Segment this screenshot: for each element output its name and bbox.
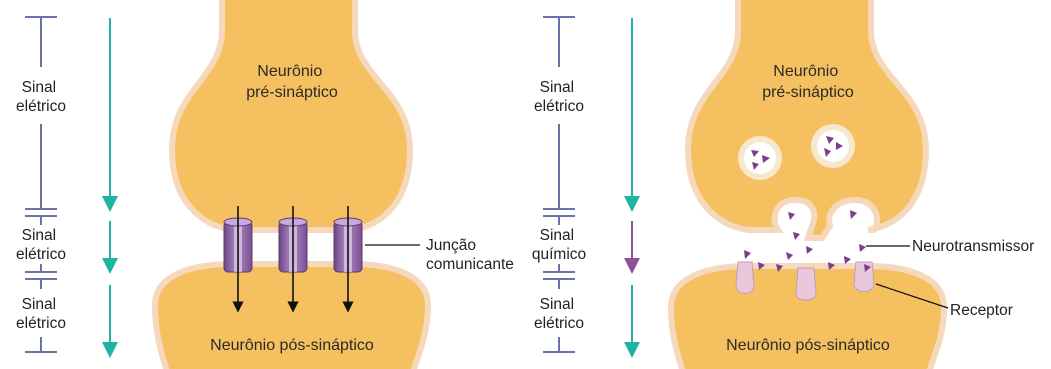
neurotransmitter-label: Neurotransmissor — [912, 238, 1034, 255]
gap-junction-label-line1: Junção — [426, 237, 476, 254]
gap-junction-label: Junção comunicante — [426, 237, 514, 273]
signal-label-top-line2: elétrico — [534, 98, 584, 115]
presynaptic-label-line1: Neurônio — [257, 63, 322, 80]
gap-junction-label-line2: comunicante — [426, 256, 514, 273]
signal-label-bottom-line2: elétrico — [16, 315, 66, 332]
signal-label-bottom-line1: Sinal — [540, 296, 574, 313]
signal-label-middle: Sinal químico — [532, 227, 586, 263]
presynaptic-neuron — [172, 0, 410, 230]
postsynaptic-label: Neurônio pós-sináptico — [210, 337, 374, 354]
signal-label-top: Sinal elétrico — [16, 79, 66, 115]
receptor-label: Receptor — [950, 302, 1013, 319]
postsynaptic-label: Neurônio pós-sináptico — [726, 337, 890, 354]
signal-label-top-line1: Sinal — [22, 79, 56, 96]
signal-label-middle-line1: Sinal — [540, 227, 574, 244]
chemical-synapse-panel: Sinal elétrico Sinal químico Sinal elétr… — [532, 0, 1034, 369]
signal-label-bottom-line2: elétrico — [534, 315, 584, 332]
receptor — [796, 268, 816, 300]
signal-label-middle-line2: químico — [532, 246, 586, 263]
signal-label-middle-line2: elétrico — [16, 246, 66, 263]
signal-label-middle-line1: Sinal — [22, 227, 56, 244]
signal-label-bottom: Sinal elétrico — [534, 296, 584, 332]
synaptic-vesicle — [811, 124, 855, 168]
presynaptic-label-line2: pré-sináptico — [246, 84, 338, 101]
signal-label-bottom: Sinal elétrico — [16, 296, 66, 332]
receptor — [854, 262, 874, 292]
signal-label-top-line1: Sinal — [540, 79, 574, 96]
presynaptic-label-line1: Neurônio — [773, 63, 838, 80]
presynaptic-neuron — [688, 0, 926, 238]
presynaptic-label-line2: pré-sináptico — [762, 84, 854, 101]
synaptic-vesicle — [738, 136, 782, 180]
signal-label-middle: Sinal elétrico — [16, 227, 66, 263]
receptor — [736, 262, 754, 294]
signal-label-top: Sinal elétrico — [534, 79, 584, 115]
signal-label-top-line2: elétrico — [16, 98, 66, 115]
signal-label-bottom-line1: Sinal — [22, 296, 56, 313]
electrical-synapse-panel: Sinal elétrico Sinal elétrico Sinal elét… — [16, 0, 514, 369]
